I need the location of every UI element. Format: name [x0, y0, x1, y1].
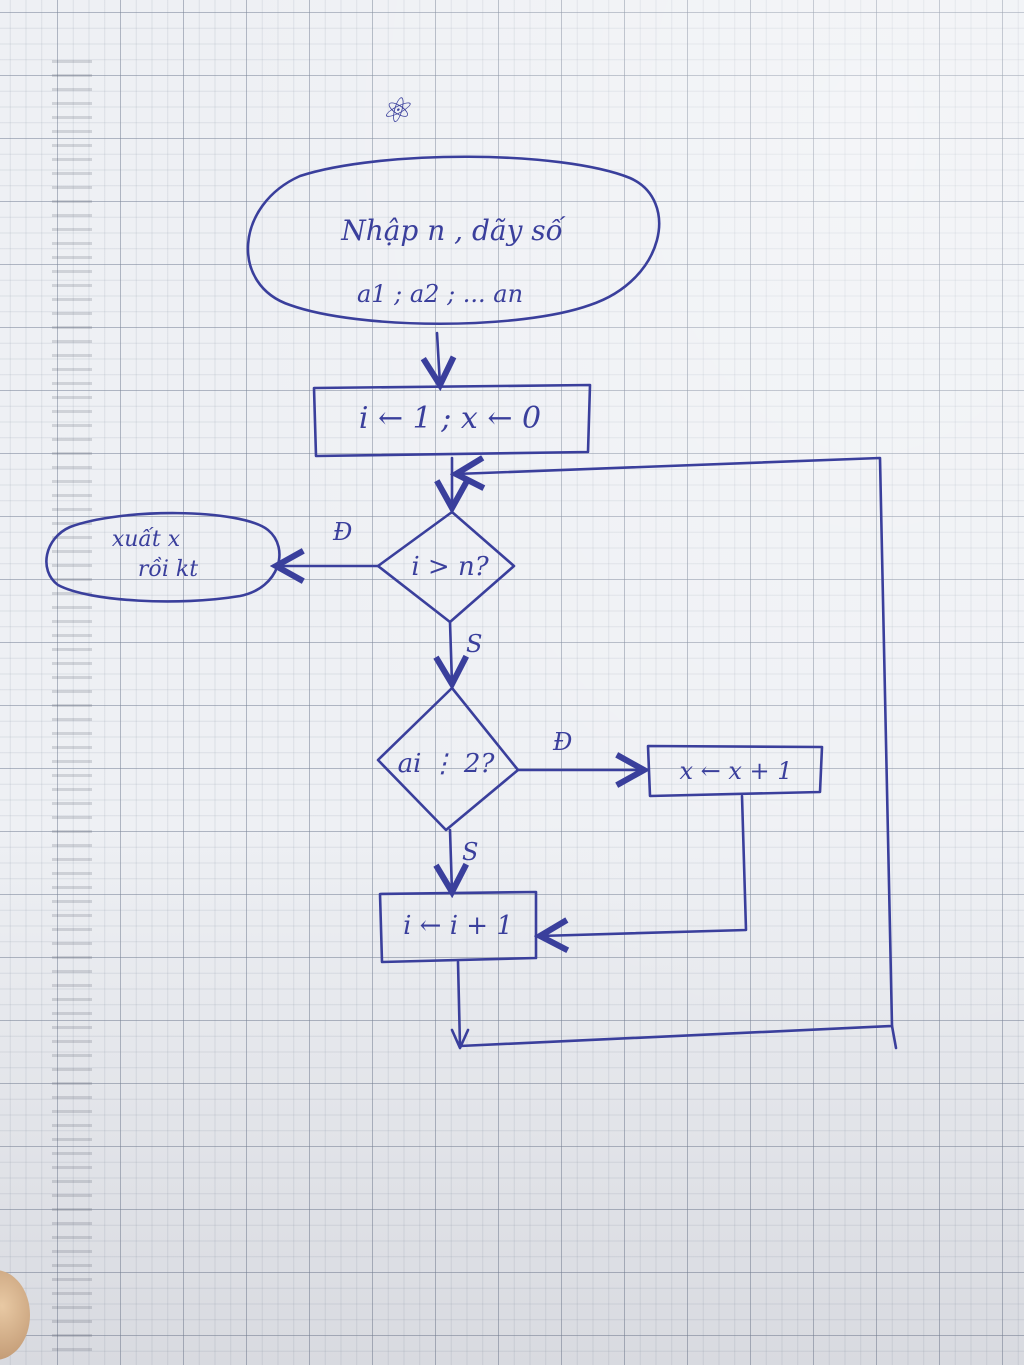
- output-text-line1: xuất x: [112, 526, 181, 552]
- increment-i-text: i ← i + 1: [403, 911, 513, 941]
- start-text-line2: a1 ; a2 ; ... an: [357, 280, 523, 308]
- notebook-margin: [52, 60, 92, 1360]
- increment-i-process-box: [378, 890, 538, 964]
- arrow-start-to-init: [437, 331, 440, 385]
- condition1-false-label: S: [466, 630, 482, 658]
- increment-x-text: x ← x + 1: [679, 757, 792, 785]
- loop-down-tick: [450, 1028, 470, 1050]
- loop-right-extension: [890, 1024, 898, 1050]
- doodle-symbol: ⚛: [380, 91, 411, 131]
- output-terminal-shape: [45, 511, 281, 603]
- condition1-true-label: Đ: [332, 518, 352, 546]
- start-text-line1: Nhập n , dãy số: [340, 214, 565, 247]
- init-text: i ← 1 ; x ← 0: [359, 401, 541, 436]
- output-text-line2: rồi kt: [138, 556, 198, 582]
- arrow-condition2-false: [450, 828, 452, 892]
- arrow-condition1-false: [450, 620, 452, 684]
- increment-x-process-box: [646, 744, 824, 798]
- start-terminal-shape: [246, 155, 661, 326]
- condition1-text: i > n?: [411, 552, 489, 582]
- init-process-box: [312, 383, 592, 458]
- condition2-true-label: Đ: [552, 728, 572, 756]
- condition2-false-label: S: [462, 838, 478, 866]
- condition2-text: ai ⋮ 2?: [398, 749, 496, 779]
- arrow-x-to-i-increment: [540, 794, 748, 936]
- condition2-decision-shape: [376, 686, 520, 832]
